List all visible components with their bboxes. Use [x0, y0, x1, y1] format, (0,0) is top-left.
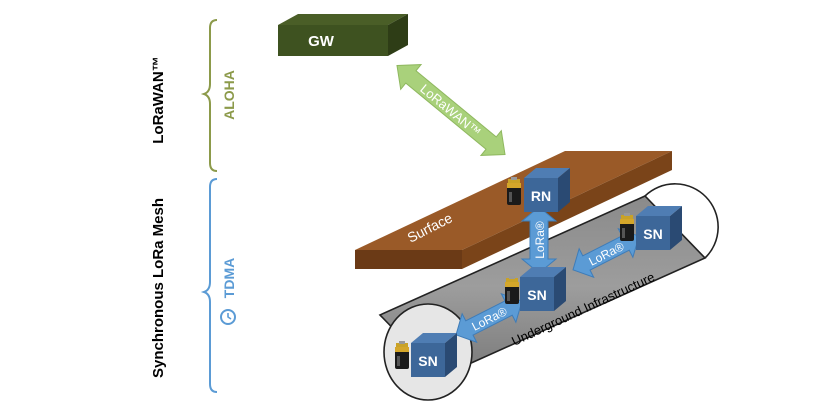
tdma-bracket	[200, 178, 218, 393]
battery-icon	[620, 213, 634, 241]
rn-sn-link-label: LoRa®	[533, 221, 547, 259]
sn-bottom-left-label: SN	[418, 353, 437, 369]
battery-icon	[505, 276, 519, 304]
rn-node: RN	[524, 168, 570, 212]
sn-middle-label: SN	[527, 287, 546, 303]
aloha-label: ALOHA	[221, 70, 237, 120]
battery-icon	[395, 341, 409, 369]
mesh-label: Synchronous LoRa Mesh	[150, 198, 167, 378]
lorawan-link-label: LoRaWAN™	[417, 81, 484, 140]
clock-icon	[220, 309, 236, 325]
sn-top-right-label: SN	[643, 226, 662, 242]
tdma-label: TDMA	[221, 258, 237, 298]
gw-node: GW	[278, 14, 408, 56]
aloha-bracket	[200, 19, 218, 172]
sn-node-bottom-left: SN	[411, 333, 457, 377]
rn-sn-link: LoRa®	[520, 206, 558, 274]
lorawan-label: LoRaWAN™	[150, 56, 167, 144]
rn-label: RN	[531, 188, 551, 204]
sn-node-top-right: SN	[636, 206, 682, 250]
sn-node-middle: SN	[520, 267, 566, 311]
lorawan-link: LoRaWAN™	[396, 64, 506, 156]
gw-label: GW	[308, 33, 335, 50]
battery-icon	[507, 177, 521, 205]
